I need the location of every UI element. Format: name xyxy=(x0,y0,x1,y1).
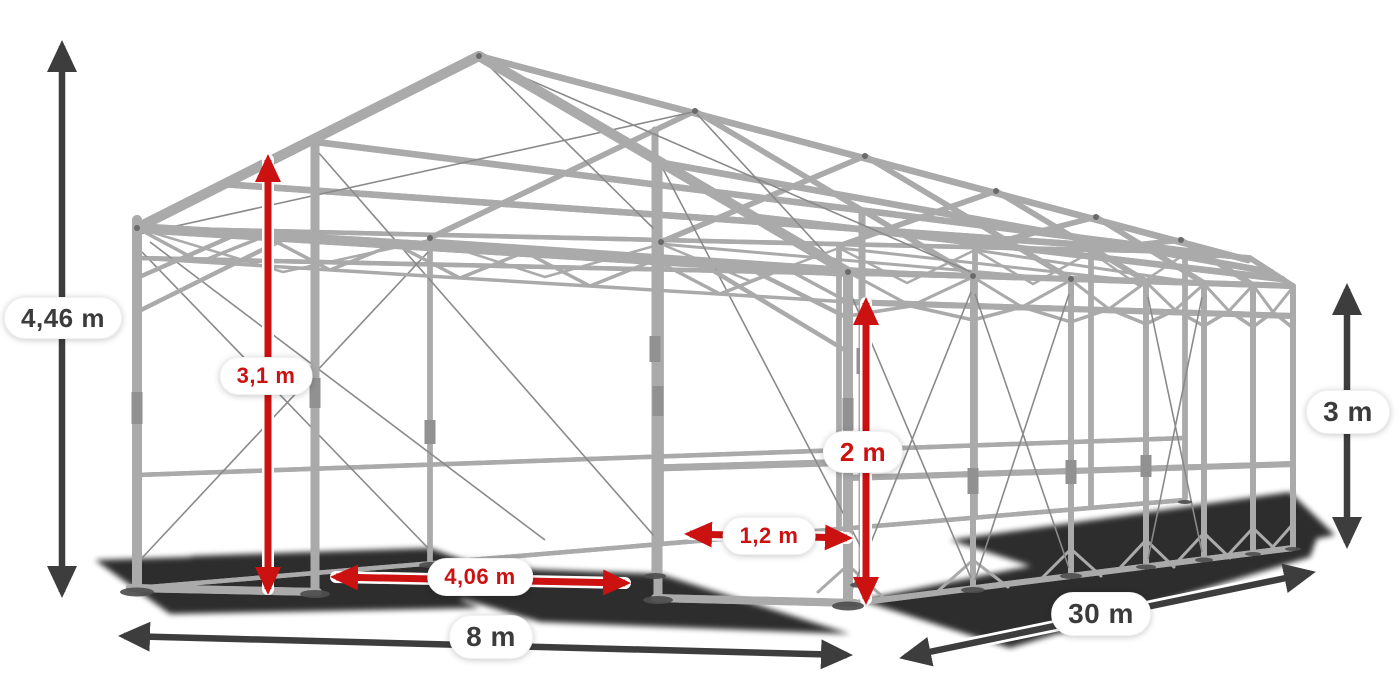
dimension-label-length: 30 m xyxy=(1051,592,1151,636)
bracing-cables xyxy=(139,56,1203,596)
dimension-label-inner-height: 2 m xyxy=(822,431,904,473)
dimension-label-total-height: 4,46 m xyxy=(4,297,122,339)
dimension-label-entry-height: 3,1 m xyxy=(219,357,313,395)
frame-joints xyxy=(134,53,1184,282)
dimension-label-width: 8 m xyxy=(449,615,533,659)
dimension-label-entry-width: 4,06 m xyxy=(427,558,533,596)
dimension-label-side-height: 3 m xyxy=(1306,390,1390,434)
dimension-label-post-offset: 1,2 m xyxy=(722,517,816,555)
front-gable-frame xyxy=(120,51,1301,611)
